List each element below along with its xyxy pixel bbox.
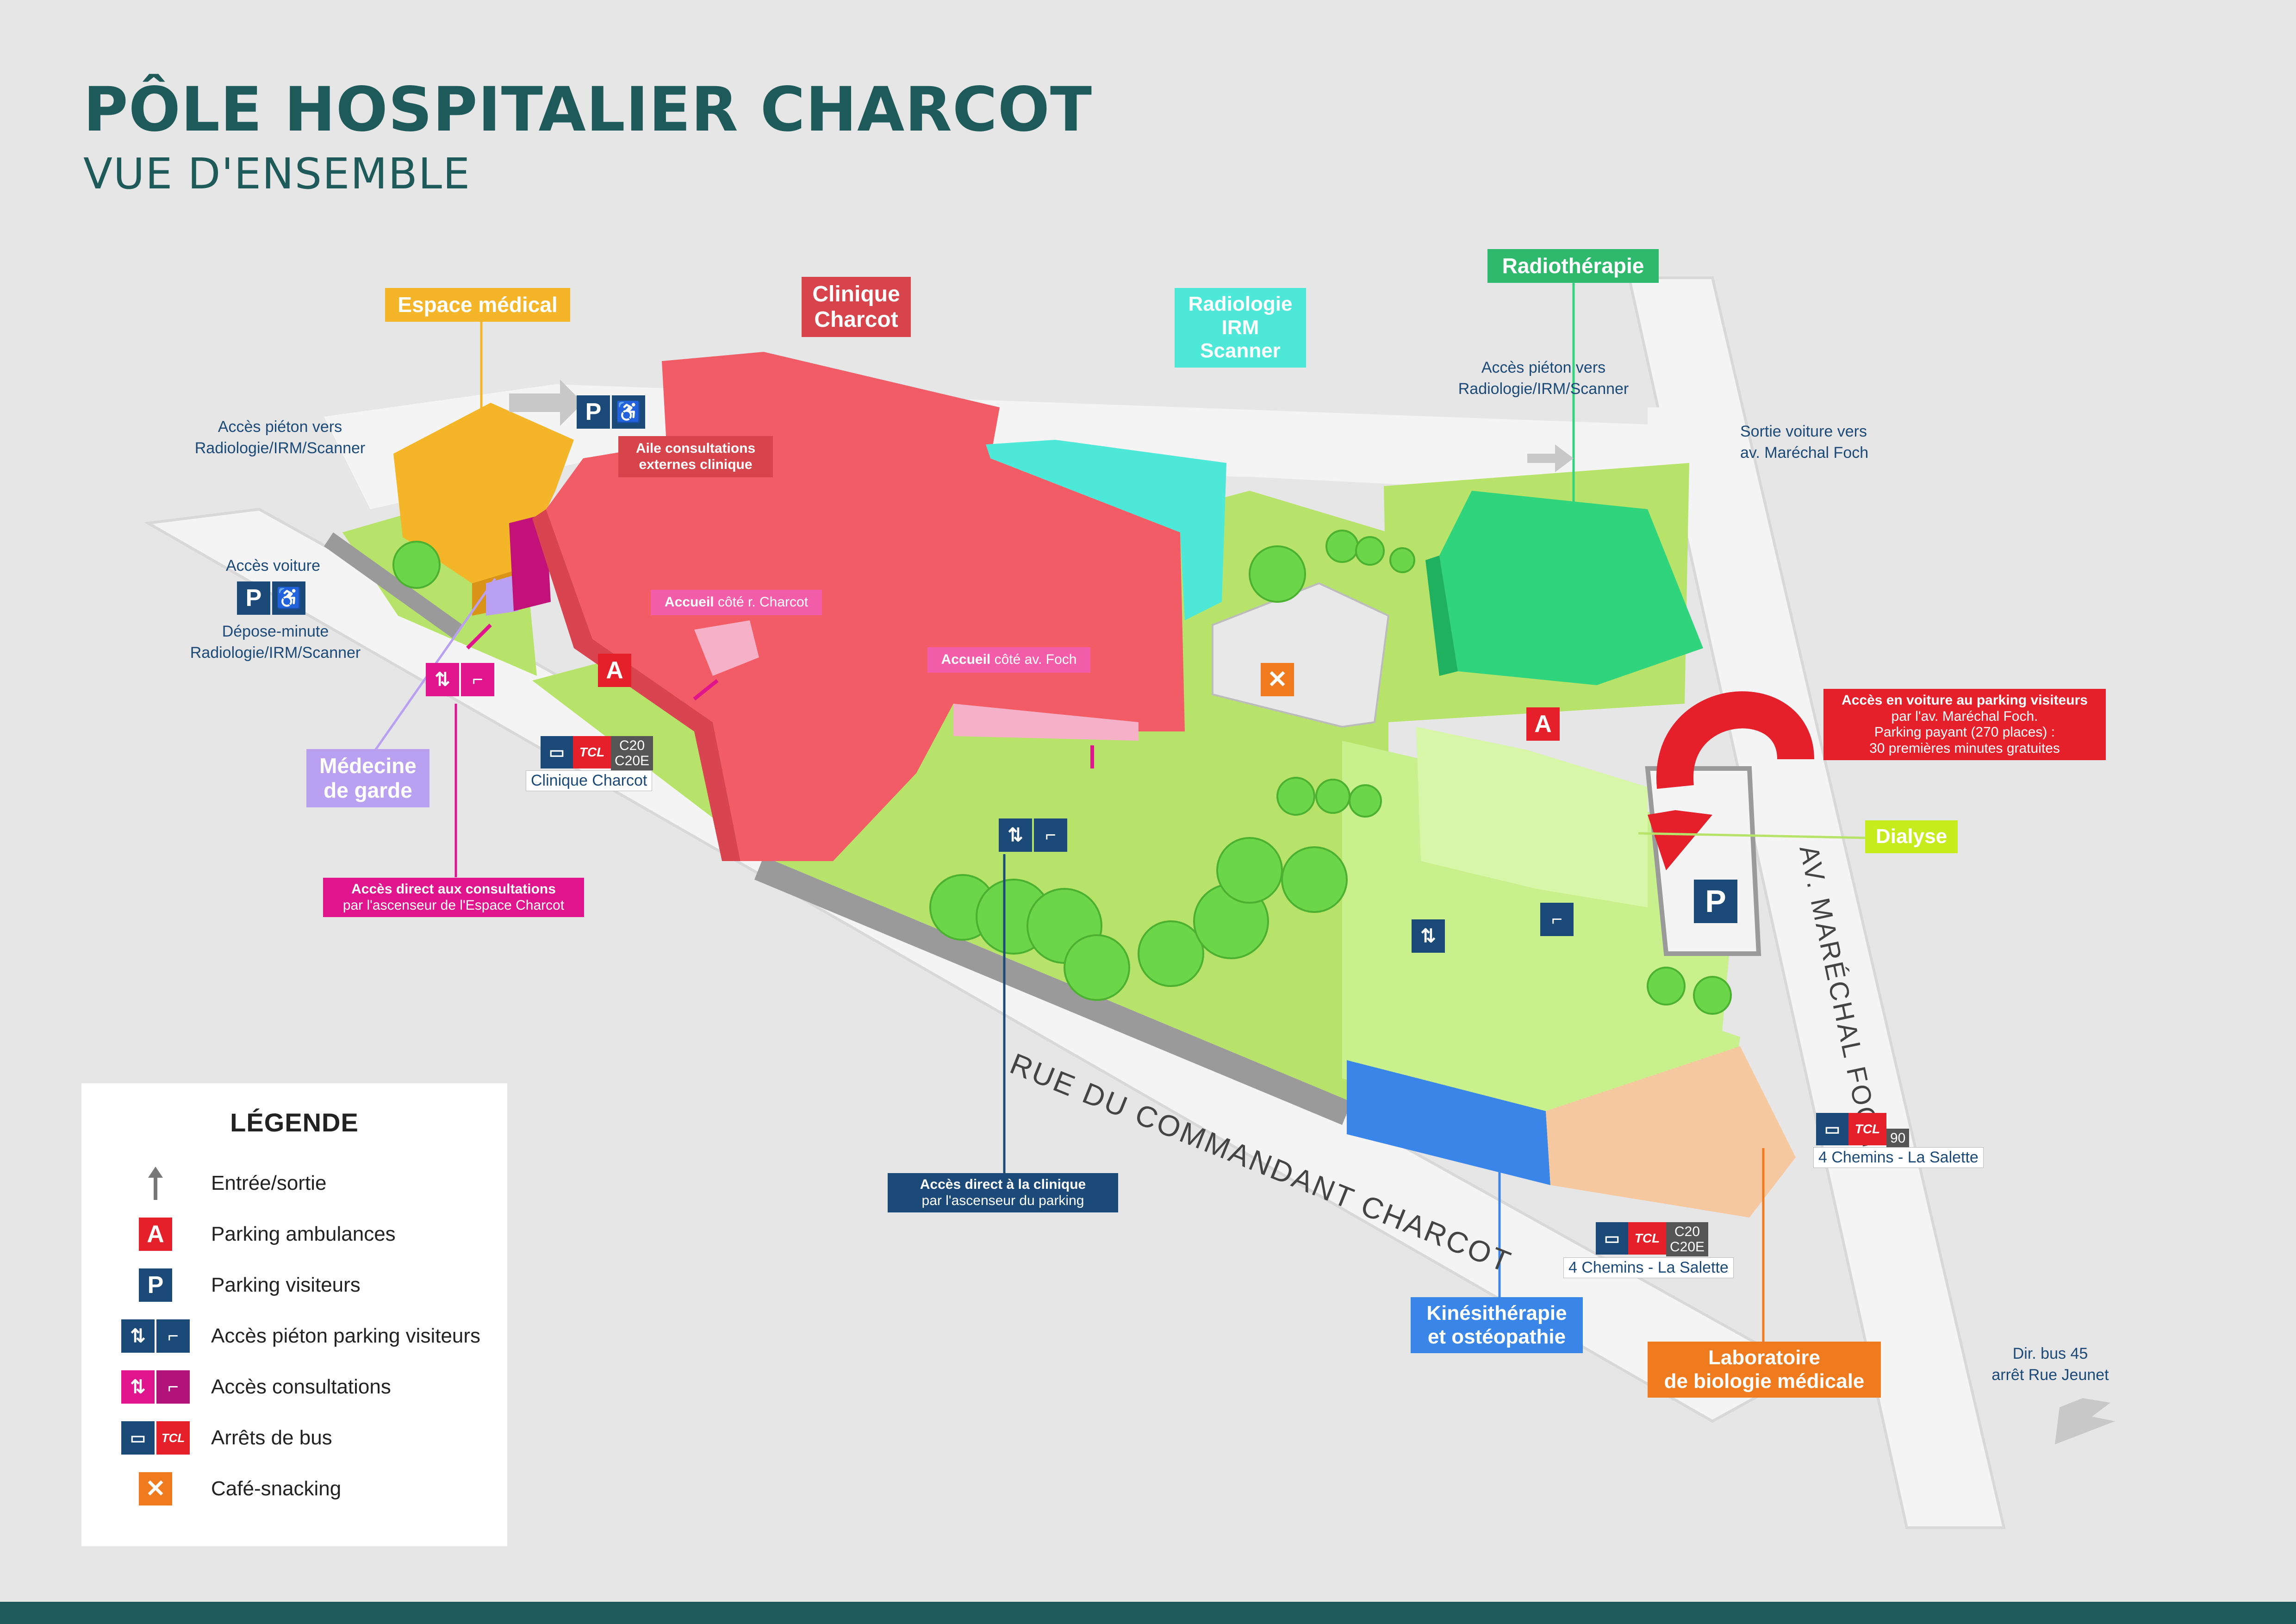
building-laboratoire [1546,1046,1796,1218]
ambulance-parking-icon: A [139,1218,172,1251]
wheelchair-icon: ♿ [272,581,305,615]
parking-icon[interactable]: P [577,395,610,429]
tcl-logo-icon: TCL [573,736,611,768]
elevator-icon[interactable]: ⇅ [426,663,459,696]
legend-item-cafe: ✕ Café-snacking [109,1470,341,1507]
building-accueil-charcot [694,620,759,676]
callout-acces-direct-consultations: Accès direct aux consultations par l'asc… [323,878,584,917]
label-kinesitherapie[interactable]: Kinésithérapie et ostéopathie [1411,1297,1583,1354]
bus-stop-name: 4 Chemins - La Salette [1813,1147,1984,1168]
visitor-parking-icon[interactable]: P [1694,880,1737,923]
label-medecine-de-garde[interactable]: Médecine de garde [306,749,429,807]
building-radiologie [986,440,1226,620]
elevator-icon[interactable]: ⇅ [1412,919,1445,953]
elevator-icon[interactable]: ⇅ [999,818,1032,852]
footer-bar [0,1602,2296,1624]
callout-acces-voiture-parking: Accès en voiture au parking visiteurs pa… [1823,689,2106,760]
bus-lines: C20 C20E [611,736,653,770]
label-radiologie[interactable]: Radiologie IRM Scanner [1175,288,1306,368]
bus-stop-name: Clinique Charcot [526,770,653,791]
elevator-icon: ⇅ [121,1319,155,1353]
cafe-icon[interactable]: ✕ [1261,663,1294,696]
tcl-logo-icon: TCL [156,1421,190,1455]
label-accueil-foch[interactable]: Accueil côté av. Foch [927,647,1090,673]
bus-stop-4-chemins-c20[interactable]: ▭ TCL C20 C20E [1596,1222,1709,1256]
label-accueil-charcot[interactable]: Accueil côté r. Charcot [651,590,822,615]
stairs-icon: ⌐ [156,1319,190,1353]
label-clinique-charcot[interactable]: Clinique Charcot [802,277,911,337]
visitor-parking-icon: P [139,1268,172,1302]
tcl-logo-icon: TCL [1628,1222,1666,1255]
label-espace-medical[interactable]: Espace médical [385,288,570,322]
stairs-icon[interactable]: ⌐ [1034,818,1067,852]
page-title: PÔLE HOSPITALIER CHARCOT [83,74,1093,145]
legend-item-pedestrian-access: ⇅ ⌐ Accès piéton parking visiteurs [109,1318,480,1355]
building-cafe [1212,582,1390,728]
legend-item-ambulance: A Parking ambulances [109,1216,396,1253]
bus-icon: ▭ [541,736,573,768]
building-clinique-charcot [546,352,1185,861]
leader-lines [364,282,1870,1343]
bus-stop-4-chemins-90[interactable]: ▭ TCL 90 [1816,1113,1910,1148]
note-depose-minute: Dépose-minute Radiologie/IRM/Scanner [190,623,361,662]
direction-arrows [509,380,2115,1444]
bus-stop-clinique-charcot[interactable]: ▭ TCL C20 C20E [541,736,653,770]
bus-icon: ▭ [1816,1113,1848,1145]
bus-icon: ▭ [121,1421,155,1455]
legend-item-entry: Entrée/sortie [109,1165,326,1202]
wheelchair-icon: ♿ [612,395,645,429]
note-acces-pieton-left: Accès piéton vers Radiologie/IRM/Scanner [194,418,366,457]
legend-item-visitor-parking: P Parking visiteurs [109,1267,361,1304]
label-aile-consultations[interactable]: Aile consultations externes clinique [618,436,773,477]
entry-arrow-icon [148,1167,163,1200]
callout-acces-direct-clinique: Accès direct à la clinique par l'ascense… [888,1173,1118,1212]
building-accueil-foch [953,704,1139,741]
note-dir-bus: Dir. bus 45 arrêt Rue Jeunet [1991,1345,2109,1384]
bus-stop-name: 4 Chemins - La Salette [1563,1257,1734,1278]
label-radiotherapie[interactable]: Radiothérapie [1487,249,1659,283]
cafe-icon: ✕ [139,1472,172,1505]
stairs-icon: ⌐ [156,1370,190,1404]
note-acces-pieton-right: Accès piéton vers Radiologie/IRM/Scanner [1458,359,1629,398]
road-av-marechal-foch [1627,276,2006,1529]
label-dialyse[interactable]: Dialyse [1865,820,1958,853]
bus-lines: C20 C20E [1666,1222,1709,1256]
building-dialyse [1416,727,1648,907]
parking-entry-arrow [1656,691,1814,789]
building-medecine-de-garde [486,574,518,616]
page-subtitle: VUE D'ENSEMBLE [83,149,471,199]
legend-title: LÉGENDE [230,1108,359,1137]
wall-west [324,532,463,639]
ambulance-parking-icon[interactable]: A [598,654,631,687]
wall-south [754,856,1351,1125]
tcl-logo-icon: TCL [1848,1113,1886,1145]
tree-cluster [392,530,1732,1015]
bus-lines: 90 [1886,1129,1910,1148]
note-acces-voiture: Accès voiture [225,557,321,575]
bus-icon: ▭ [1596,1222,1628,1255]
legend-item-consultation-access: ⇅ ⌐ Accès consultations [109,1368,391,1405]
stairs-icon[interactable]: ⌐ [1540,903,1574,936]
label-laboratoire[interactable]: Laboratoire de biologie médicale [1648,1342,1881,1398]
building-radiotherapie [1439,491,1703,685]
ambulance-parking-icon[interactable]: A [1526,707,1560,741]
note-sortie-voiture: Sortie voiture vers av. Maréchal Foch [1740,423,1869,462]
entry-arrows-pink [466,624,1094,768]
legend-panel: LÉGENDE Entrée/sortie A Parking ambulanc… [81,1083,507,1546]
elevator-icon: ⇅ [121,1370,155,1404]
stairs-icon[interactable]: ⌐ [461,663,494,696]
legend-item-bus: ▭ TCL Arrêts de bus [109,1419,332,1456]
parking-icon[interactable]: P [237,581,270,615]
